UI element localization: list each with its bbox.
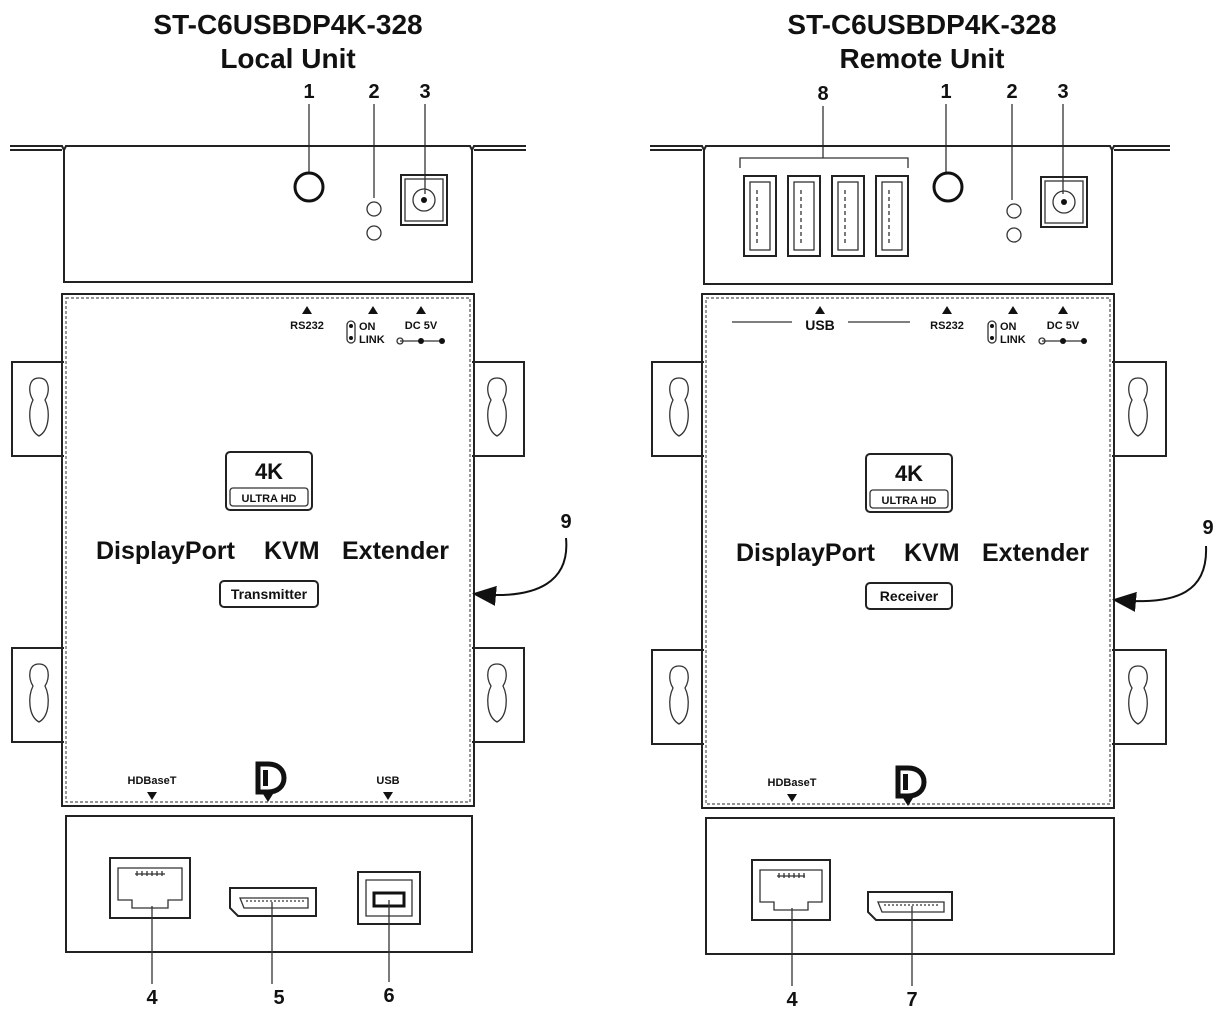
local-callout-4: 4 — [146, 987, 158, 1009]
remote-role-label: Receiver — [880, 588, 939, 604]
remote-badge-4k: 4K — [895, 461, 923, 486]
local-unit: ST-C6USBDP4K-328 Local Unit 1 2 3 — [10, 9, 572, 1009]
remote-mount-tab-tl — [651, 361, 704, 457]
remote-callout-1: 1 — [940, 81, 951, 103]
local-leader-9 — [472, 537, 568, 606]
remote-usb-a-port-3 — [831, 175, 865, 257]
remote-keyhole-tr — [1128, 377, 1148, 437]
local-label-dc5v: DC 5V — [405, 320, 438, 332]
remote-label-dc5v: DC 5V — [1047, 320, 1080, 332]
local-badge-4k: 4K — [255, 459, 283, 484]
remote-model-title: ST-C6USBDP4K-328 — [787, 9, 1056, 40]
local-label-link: LINK — [359, 334, 385, 346]
remote-dc-jack — [1040, 176, 1088, 228]
remote-callout-9: 9 — [1202, 517, 1213, 539]
local-main-body — [61, 293, 475, 807]
remote-bracket-8 — [739, 106, 909, 168]
local-power-button — [293, 171, 325, 203]
remote-badge-uhd: ULTRA HD — [882, 495, 937, 507]
remote-power-button — [932, 171, 964, 203]
remote-keyhole-br — [1128, 665, 1148, 725]
remote-label-hdbaset: HDBaseT — [768, 777, 817, 789]
remote-word-kvm: KVM — [904, 539, 960, 567]
remote-label-rs232: RS232 — [930, 320, 964, 332]
local-rj45-port — [109, 857, 191, 919]
remote-mount-tab-bl — [651, 649, 704, 745]
local-top-panel — [63, 148, 473, 283]
remote-callout-4: 4 — [786, 989, 798, 1010]
remote-keyhole-bl — [669, 665, 689, 725]
remote-subtitle: Remote Unit — [840, 43, 1005, 74]
local-keyhole-br — [487, 663, 507, 723]
local-mount-tab-br — [472, 647, 525, 743]
local-mount-tab-tr — [472, 361, 525, 457]
remote-bottom-panel — [705, 817, 1115, 955]
remote-led-link — [1006, 227, 1022, 243]
local-callout-3: 3 — [419, 81, 430, 103]
remote-4k-badge — [865, 453, 953, 513]
remote-mount-tab-tr — [1112, 361, 1167, 457]
local-word-displayport: DisplayPort — [96, 537, 236, 565]
local-led-indicator — [346, 320, 356, 344]
remote-callout-2: 2 — [1006, 81, 1017, 103]
remote-led-indicator — [987, 320, 997, 344]
local-callout-2: 2 — [368, 81, 379, 103]
local-led-on — [366, 201, 382, 217]
local-word-extender: Extender — [342, 537, 449, 565]
remote-top-panel — [703, 148, 1113, 285]
displayport-logo-icon — [255, 761, 287, 795]
local-callout-6: 6 — [383, 985, 394, 1007]
remote-usb-a-ports — [743, 175, 909, 257]
remote-leader-9 — [1112, 545, 1208, 612]
remote-displayport-port — [867, 891, 953, 921]
local-callout-1: 1 — [303, 81, 314, 103]
remote-main-body — [701, 293, 1115, 809]
local-mount-tab-bl — [11, 647, 64, 743]
remote-led-on — [1006, 203, 1022, 219]
remote-unit: ST-C6USBDP4K-328 Remote Unit 8 1 2 3 — [650, 9, 1214, 1010]
local-displayport-port — [229, 887, 317, 917]
local-label-rs232: RS232 — [290, 320, 324, 332]
local-top-flange — [10, 145, 526, 153]
local-callout-9: 9 — [560, 511, 571, 533]
remote-usb-a-port-4 — [875, 175, 909, 257]
remote-top-flange — [650, 145, 1170, 153]
remote-label-link: LINK — [1000, 334, 1026, 346]
remote-word-displayport: DisplayPort — [736, 539, 876, 567]
local-bottom-panel — [65, 815, 473, 953]
local-4k-badge — [225, 451, 313, 511]
local-keyhole-tr — [487, 377, 507, 437]
local-subtitle: Local Unit — [220, 43, 355, 74]
displayport-logo-icon — [895, 765, 927, 799]
local-keyhole-tl — [29, 377, 49, 437]
local-role-badge — [219, 580, 319, 608]
local-label-hdbaset: HDBaseT — [128, 775, 177, 787]
remote-label-on: ON — [1000, 321, 1017, 333]
local-role-label: Transmitter — [231, 586, 308, 602]
remote-callout-8: 8 — [817, 83, 828, 105]
local-label-on: ON — [359, 321, 376, 333]
local-word-kvm: KVM — [264, 537, 320, 565]
remote-keyhole-tl — [669, 377, 689, 437]
remote-usb-a-port-2 — [787, 175, 821, 257]
local-dc-jack — [400, 174, 448, 226]
local-keyhole-bl — [29, 663, 49, 723]
remote-rj45-port — [751, 859, 831, 921]
remote-word-extender: Extender — [982, 539, 1089, 567]
remote-label-usb: USB — [805, 317, 835, 333]
local-led-link — [366, 225, 382, 241]
remote-callout-7: 7 — [906, 989, 917, 1010]
local-badge-uhd: ULTRA HD — [242, 493, 297, 505]
remote-callout-3: 3 — [1057, 81, 1068, 103]
remote-role-badge — [865, 582, 953, 610]
remote-usb-a-port-1 — [743, 175, 777, 257]
local-model-title: ST-C6USBDP4K-328 — [153, 9, 422, 40]
local-label-usb: USB — [376, 775, 399, 787]
local-mount-tab-tl — [11, 361, 64, 457]
remote-mount-tab-br — [1112, 649, 1167, 745]
local-callout-5: 5 — [273, 987, 284, 1009]
